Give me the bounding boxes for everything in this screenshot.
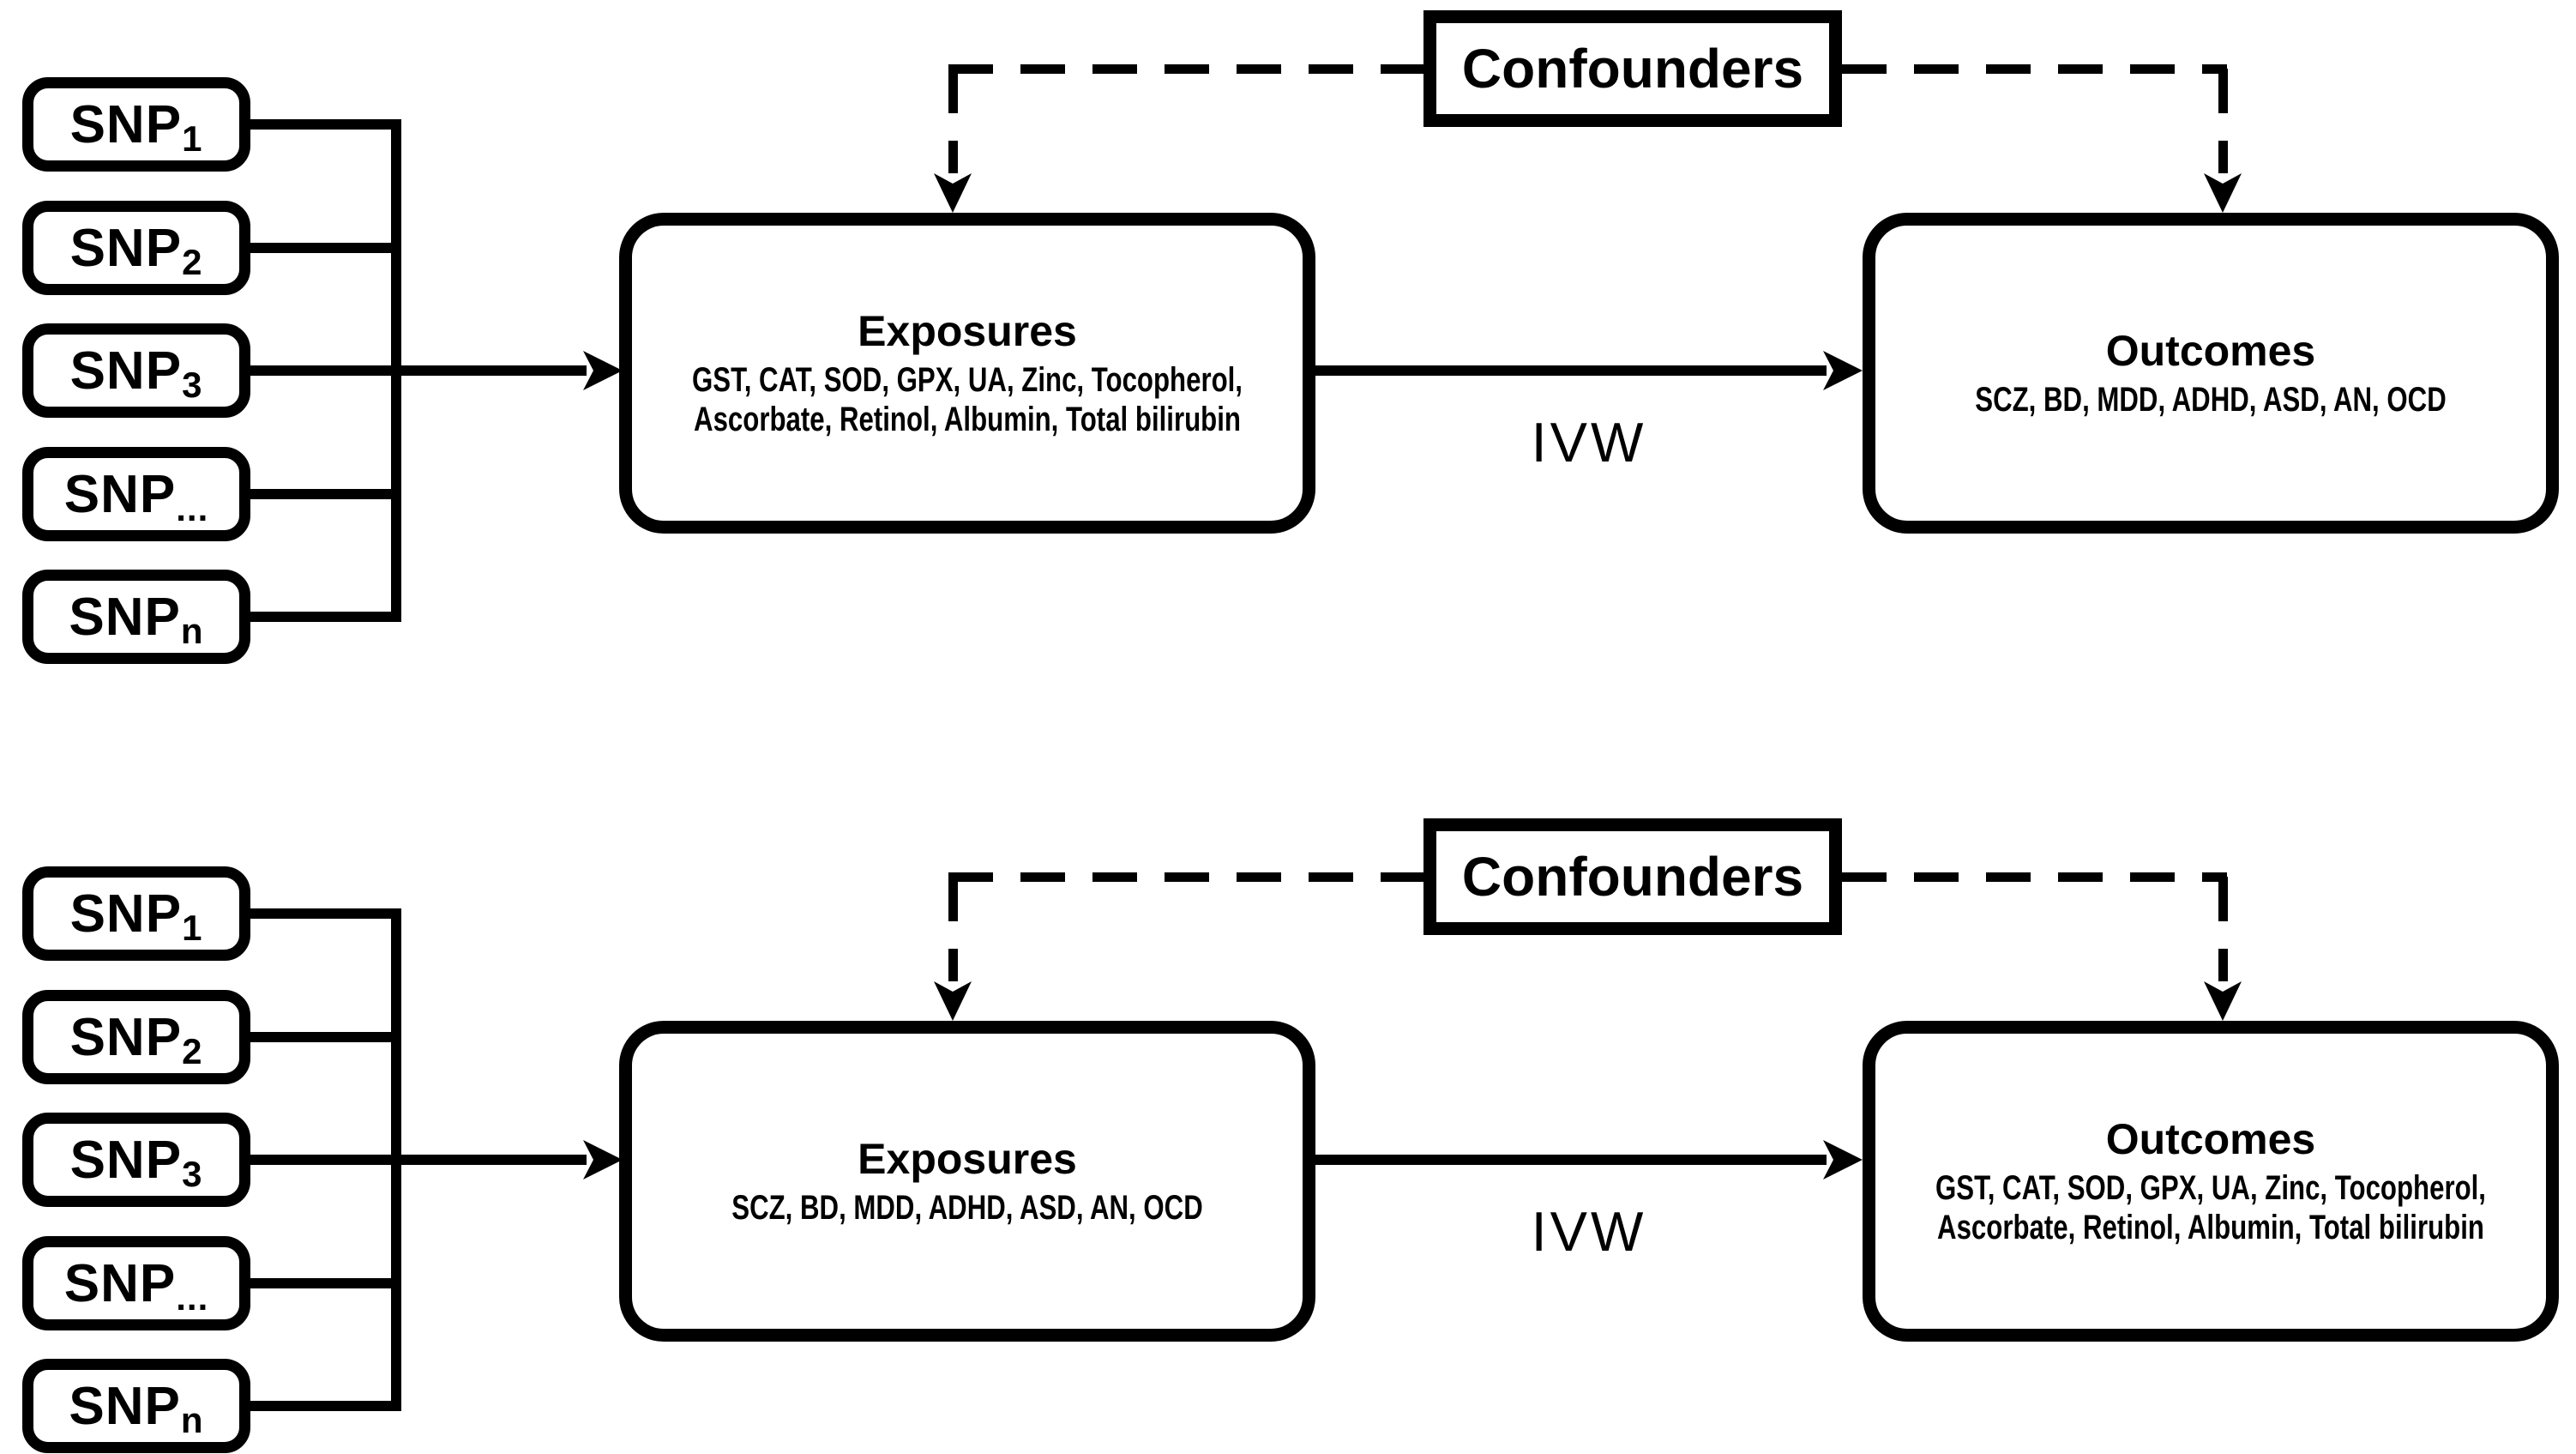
confounder-arrowhead-exposures-icon [934,981,972,1021]
confounders-box: Confounders [1423,818,1842,935]
snp-connector-line [250,119,396,130]
exposures-to-outcomes-line [1315,365,1827,376]
snp-subscript: 2 [182,242,203,282]
snp-to-exposures-line [250,365,587,376]
snp-connector-line [250,1278,396,1288]
snp-label: SNP [63,464,177,524]
snp-subscript: 2 [182,1031,203,1071]
snp-connector-line [250,489,396,499]
outcomes-items: GST, CAT, SOD, GPX, UA, Zinc, Tocopherol… [1935,1168,2486,1246]
snp-label: SNP [69,1007,183,1067]
confounders-label: Confounders [1461,38,1804,100]
snp-label: SNP [69,218,183,278]
snp-to-exposures-arrowhead-icon [583,351,623,390]
confounder-dashed-drop-right [2218,877,2228,981]
confounder-arrowhead-outcomes-icon [2204,981,2242,1021]
outcomes-title: Outcomes [2105,1114,2316,1163]
exposures-to-outcomes-line [1315,1155,1827,1165]
exposures-items: SCZ, BD, MDD, ADHD, ASD, AN, OCD [731,1188,1203,1227]
snp-label: SNP [69,884,183,944]
confounder-arrowhead-exposures-icon [934,173,972,213]
snp-label: SNP [69,1130,183,1190]
snp-connector-line [250,908,396,919]
snp-subscript: 1 [182,118,203,159]
exposures-items: GST, CAT, SOD, GPX, UA, Zinc, Tocopherol… [692,360,1243,438]
confounder-dashed-line-right [1842,872,2227,882]
snp-box-ellipsis: SNP... [22,1236,250,1330]
confounder-dashed-drop-left [948,877,958,981]
snp-bus-line [391,908,401,1411]
snp-bus-line [391,119,401,622]
snp-label: SNP [69,94,183,154]
confounder-dashed-line-left [948,872,1423,882]
snp-label: SNP [69,1376,181,1436]
confounder-dashed-drop-left [948,69,958,173]
exposures-box: Exposures GST, CAT, SOD, GPX, UA, Zinc, … [619,213,1315,534]
snp-label: SNP [63,1253,177,1313]
outcomes-title: Outcomes [2105,326,2316,375]
snp-label: SNP [69,341,183,401]
snp-connector-line [250,243,396,253]
confounder-dashed-line-right [1842,64,2227,74]
outcomes-items: SCZ, BD, MDD, ADHD, ASD, AN, OCD [1975,380,2447,419]
snp-to-exposures-line [250,1155,587,1165]
snp-connector-line [250,1032,396,1042]
snp-connector-line [250,612,396,622]
ivw-method-label: IVW [1531,411,1647,474]
snp-subscript: n [180,611,204,651]
exposures-to-outcomes-arrowhead-icon [1823,351,1863,390]
exposures-title: Exposures [858,1134,1077,1183]
snp-subscript: 1 [182,908,203,948]
exposures-box: Exposures SCZ, BD, MDD, ADHD, ASD, AN, O… [619,1021,1315,1342]
snp-subscript: 3 [182,1154,203,1194]
snp-subscript: ... [176,1277,209,1318]
snp-connector-line [250,1401,396,1411]
snp-to-exposures-arrowhead-icon [583,1140,623,1179]
snp-label: SNP [69,587,181,647]
confounders-box: Confounders [1423,10,1842,127]
confounder-dashed-drop-right [2218,69,2228,173]
exposures-title: Exposures [858,306,1077,355]
outcomes-box: Outcomes GST, CAT, SOD, GPX, UA, Zinc, T… [1863,1021,2559,1342]
outcomes-box: Outcomes SCZ, BD, MDD, ADHD, ASD, AN, OC… [1863,213,2559,534]
ivw-method-label: IVW [1531,1200,1647,1263]
snp-subscript: n [180,1400,204,1440]
exposures-to-outcomes-arrowhead-icon [1823,1140,1863,1179]
confounder-arrowhead-outcomes-icon [2204,173,2242,213]
snp-box-ellipsis: SNP... [22,447,250,541]
snp-subscript: ... [176,488,209,528]
confounders-label: Confounders [1461,846,1804,908]
snp-subscript: 3 [182,365,203,405]
confounder-dashed-line-left [948,64,1423,74]
